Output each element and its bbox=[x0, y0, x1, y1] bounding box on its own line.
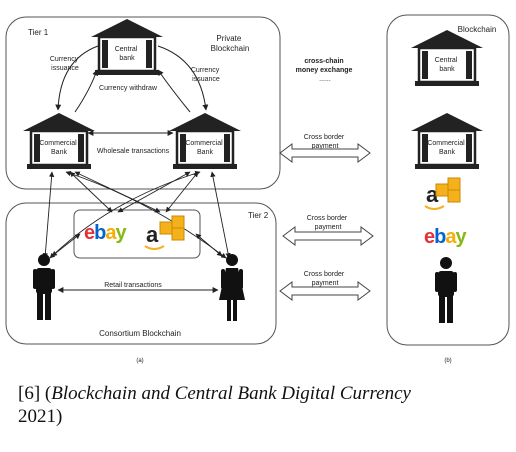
caption-close: 2021) bbox=[18, 406, 63, 427]
blockchain-amazon-logo: a bbox=[424, 177, 461, 210]
link-cbr-ebay bbox=[117, 171, 191, 213]
link-woman-merchant bbox=[195, 233, 223, 257]
tier1-label: Tier 1 bbox=[28, 28, 49, 37]
issuance-right-arrow bbox=[157, 45, 209, 111]
currency-issuance-left-label: Currency issuance bbox=[50, 56, 80, 72]
figure-caption: [6] (Blockchain and Central Bank Digital… bbox=[18, 382, 508, 428]
link-cbr-woman bbox=[210, 171, 231, 259]
subfigure-a-label: (a) bbox=[136, 358, 143, 364]
commercial-bank-left-label: Commercial Bank bbox=[39, 140, 78, 156]
central-bank-label: Central bank bbox=[115, 46, 140, 62]
private-blockchain-label: Private Blockchain bbox=[211, 34, 250, 53]
cross-border-label-3: Cross border payment bbox=[304, 271, 346, 287]
blockchain-commercial-bank-label: Commercial Bank bbox=[427, 140, 466, 156]
blockchain-label: Blockchain bbox=[458, 25, 497, 34]
blockchain-central-bank-label: Central bank bbox=[435, 57, 460, 73]
amazon-logo: a bbox=[144, 215, 185, 250]
caption-title: Blockchain and Central Bank Digital Curr… bbox=[51, 383, 411, 404]
retail-transactions-label: Retail transactions bbox=[104, 282, 162, 289]
blockchain-box bbox=[386, 14, 510, 346]
blockchain-person-icon bbox=[435, 257, 457, 323]
withdraw-right-arrow bbox=[157, 69, 191, 113]
woman-icon bbox=[219, 254, 245, 321]
link-cbr-man bbox=[49, 170, 201, 259]
cross-chain-label: cross-chain money exchange ...... bbox=[296, 58, 355, 83]
man-icon bbox=[33, 254, 55, 320]
consortium-blockchain-label: Consortium Blockchain bbox=[99, 329, 181, 338]
blockchain-ebay-logo: ebay bbox=[424, 226, 467, 248]
currency-issuance-right-label: Currency issuance bbox=[191, 67, 221, 83]
caption-ref: [6] ( bbox=[18, 383, 52, 404]
link-cbl-ebay bbox=[69, 171, 113, 213]
ebay-logo: ebay bbox=[84, 222, 127, 244]
withdraw-left-arrow bbox=[74, 69, 99, 113]
tier2-label: Tier 2 bbox=[248, 211, 269, 220]
link-cbl-man bbox=[42, 171, 55, 259]
cross-border-label-1: Cross border payment bbox=[304, 134, 346, 150]
svg-text:a: a bbox=[146, 222, 159, 247]
currency-withdraw-label: Currency withdraw bbox=[99, 85, 158, 92]
wholesale-transactions-label: Wholesale transactions bbox=[97, 148, 170, 155]
commercial-bank-right-label: Commercial Bank bbox=[185, 140, 224, 156]
subfigure-b-label: (b) bbox=[444, 358, 451, 364]
link-man-merchant bbox=[51, 233, 81, 257]
cross-border-label-2: Cross border payment bbox=[307, 215, 349, 231]
issuance-left-arrow bbox=[55, 45, 99, 111]
